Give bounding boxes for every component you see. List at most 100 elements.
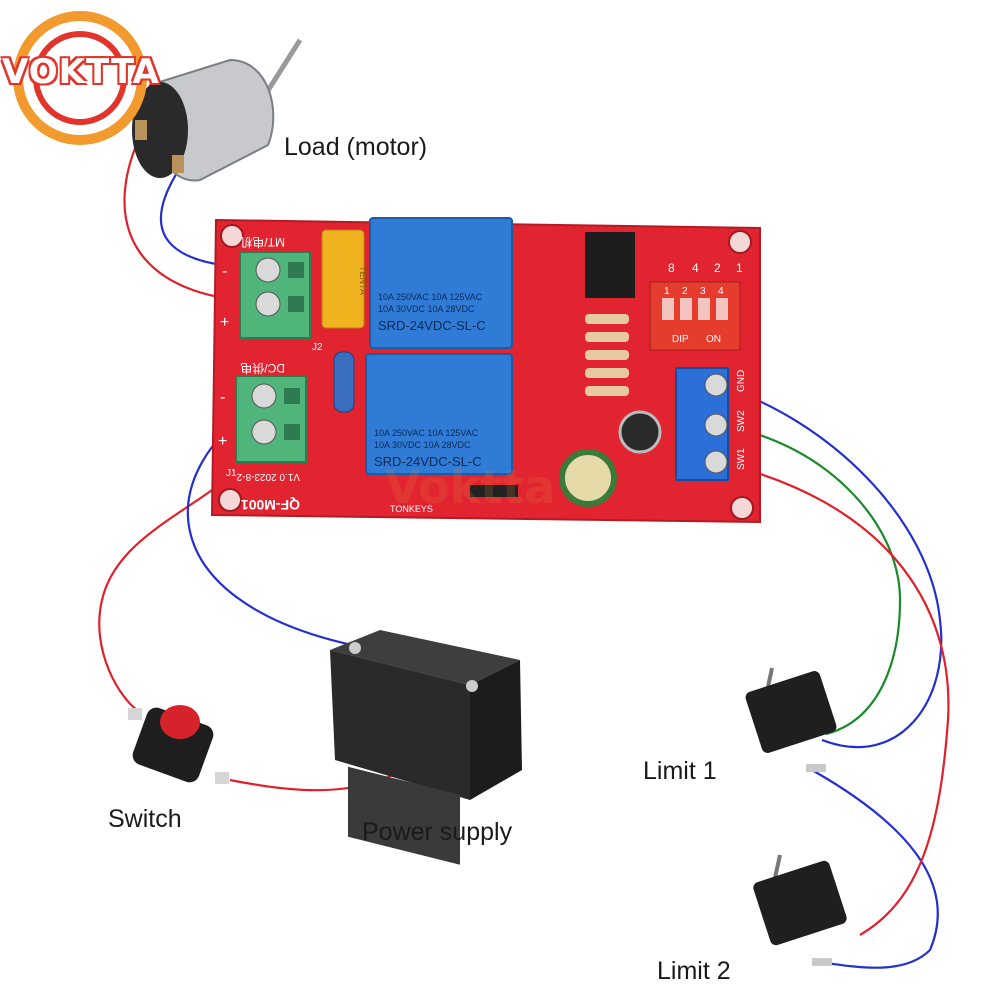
relay2-spec-line1: 10A 250VAC 10A 125VAC [374,428,479,438]
battery-terminal-negative [349,642,361,654]
dc-screw-top [251,383,277,409]
resistor-r3 [585,314,629,324]
relay2-spec-line2: 10A 30VDC 10A 28VDC [374,440,471,450]
mt-terminal-port-2 [288,296,304,312]
limit2-pin [812,958,832,966]
mount-hole-bl [218,488,242,512]
brand-swirl [13,11,147,145]
dip-on-label: ON [706,334,721,345]
dip-slider-1[interactable] [662,298,674,320]
dc-minus: - [220,389,225,406]
resistor-r5 [585,350,629,360]
dc-motor [132,38,303,182]
battery-front [330,650,470,800]
battery-side [470,660,522,800]
dip-top-8: 8 [668,261,675,275]
switch-lug-1 [128,708,142,720]
dc-plus: + [218,433,227,450]
gnd-blue-wire [717,383,943,749]
motor-tab-1 [135,120,147,140]
label-limit-1: Limit 1 [643,757,717,785]
dc-label: DC/供电 [240,361,285,375]
mt-terminal-port-1 [288,262,304,278]
label-switch: Switch [108,805,182,833]
ic-chip [585,232,635,298]
mt-minus: - [222,263,227,280]
mt-screw-bottom [255,291,281,317]
terminal-sw2-label: SW2 [736,410,747,432]
relay1-spec-line1: 10A 250VAC 10A 125VAC [378,292,483,302]
mt-screw-top [255,257,281,283]
push-switch [128,705,229,784]
limit1-pin [806,764,826,772]
mount-hole-tr [728,230,752,254]
dip-slider-3[interactable] [698,298,710,320]
motor-endcap [132,82,188,178]
brand-watermark: Voktta [385,460,556,514]
limit-switch-1 [745,667,837,772]
dip-num-3: 3 [700,286,706,297]
dip-label: DIP [672,334,689,345]
dip-num-4: 4 [718,286,724,297]
dip-top-4: 4 [692,261,699,275]
motor-tab-2 [172,155,184,173]
battery [330,630,522,865]
dip-slider-4[interactable] [716,298,728,320]
dip-top-2: 2 [714,261,721,275]
sw1-screw [704,450,728,474]
electrolytic-cap-1 [618,410,662,454]
limit1-body [745,671,837,753]
mt-plus: + [220,314,229,331]
brand-badge [13,11,147,145]
dip-num-1: 1 [664,286,670,297]
switch-lug-2 [215,772,229,784]
sw2-green-wire [717,423,902,736]
relay1-model: SRD-24VDC-SL-C [378,318,486,333]
terminal-gnd-label: GND [736,370,747,392]
resistor-bank [585,314,629,396]
board-model: QF-M001 [241,497,300,513]
label-power-supply: Power supply [362,818,513,846]
relay2-model: SRD-24VDC-SL-C [374,454,482,469]
dc-terminal-port-1 [284,388,300,404]
gnd-screw [704,373,728,397]
cap-brand: TENTA [358,266,368,295]
j1-label: J1 [226,468,237,479]
battery-terminal-positive [466,680,478,692]
yellow-capacitor [321,229,365,329]
terminal-sw1-label: SW1 [736,448,747,470]
mount-hole-br [730,496,754,520]
gnd-blue-wire-2 [811,769,939,969]
j2-label: J2 [312,342,323,353]
sw2-screw [704,413,728,437]
battery-label-panel [348,766,460,865]
board-maker: TONKEYS [390,504,433,514]
dip-top-1: 1 [736,261,743,275]
mt-label: MT/电机 [240,235,285,249]
relay-2 [365,353,513,475]
brand-logo: VOKTTA [2,52,160,92]
controller-board [210,217,761,524]
dc-terminal-port-2 [284,424,300,440]
sw1-red-wire [717,460,950,936]
resistor-r4 [585,332,629,342]
relay-1 [369,217,513,349]
dip-num-2: 2 [682,286,688,297]
relay1-spec-line2: 10A 30VDC 10A 28VDC [378,304,475,314]
resistor-r7 [585,386,629,396]
dip-slider-2[interactable] [680,298,692,320]
limit-switch-2 [753,854,847,966]
dc-screw-bottom [251,419,277,445]
diode-d1 [470,485,518,497]
resistor-r2 [333,351,355,413]
electrolytic-cap-2 [559,449,617,507]
label-load-motor: Load (motor) [284,133,428,161]
label-limit-2: Limit 2 [657,957,731,985]
brand-swirl-inner [33,31,127,125]
limit2-body [753,860,847,946]
battery-top [330,630,520,685]
board-version: V1.0 2023-8-2 [236,471,300,482]
mount-hole-tl [220,224,244,248]
switch-button-red[interactable] [160,705,200,739]
